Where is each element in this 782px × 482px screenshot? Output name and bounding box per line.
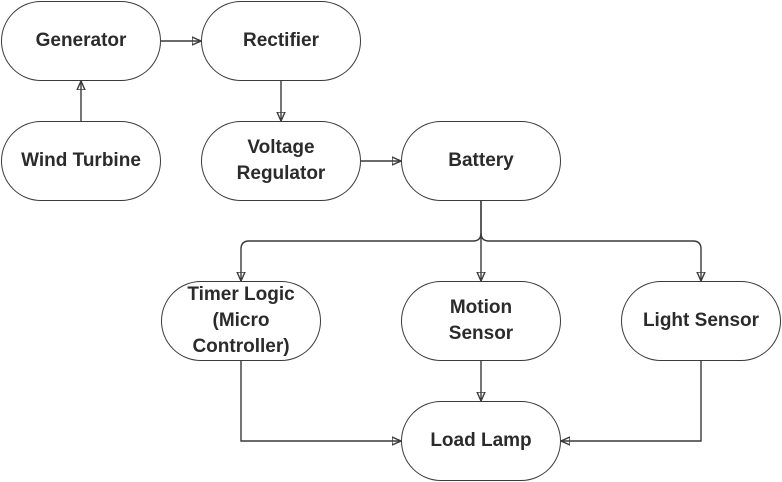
generator-block: Generator bbox=[1, 1, 161, 81]
motion-sensor-block: Motion Sensor bbox=[401, 281, 561, 361]
battery-block: Battery bbox=[401, 121, 561, 201]
arrow-timer-logic-to-load-lamp bbox=[240, 361, 401, 441]
arrow-light-sensor-to-load-lamp bbox=[561, 361, 702, 441]
wind-turbine-block: Wind Turbine bbox=[1, 121, 161, 201]
rectifier-block: Rectifier bbox=[201, 1, 361, 81]
load-lamp-block: Load Lamp bbox=[401, 401, 561, 481]
light-sensor-block: Light Sensor bbox=[621, 281, 781, 361]
arrow-battery-to-timer-logic bbox=[241, 201, 482, 281]
arrow-battery-to-light-sensor bbox=[480, 232, 701, 281]
timer-logic-block: Timer Logic (Micro Controller) bbox=[161, 281, 321, 361]
voltage-regulator-block: Voltage Regulator bbox=[201, 121, 361, 201]
